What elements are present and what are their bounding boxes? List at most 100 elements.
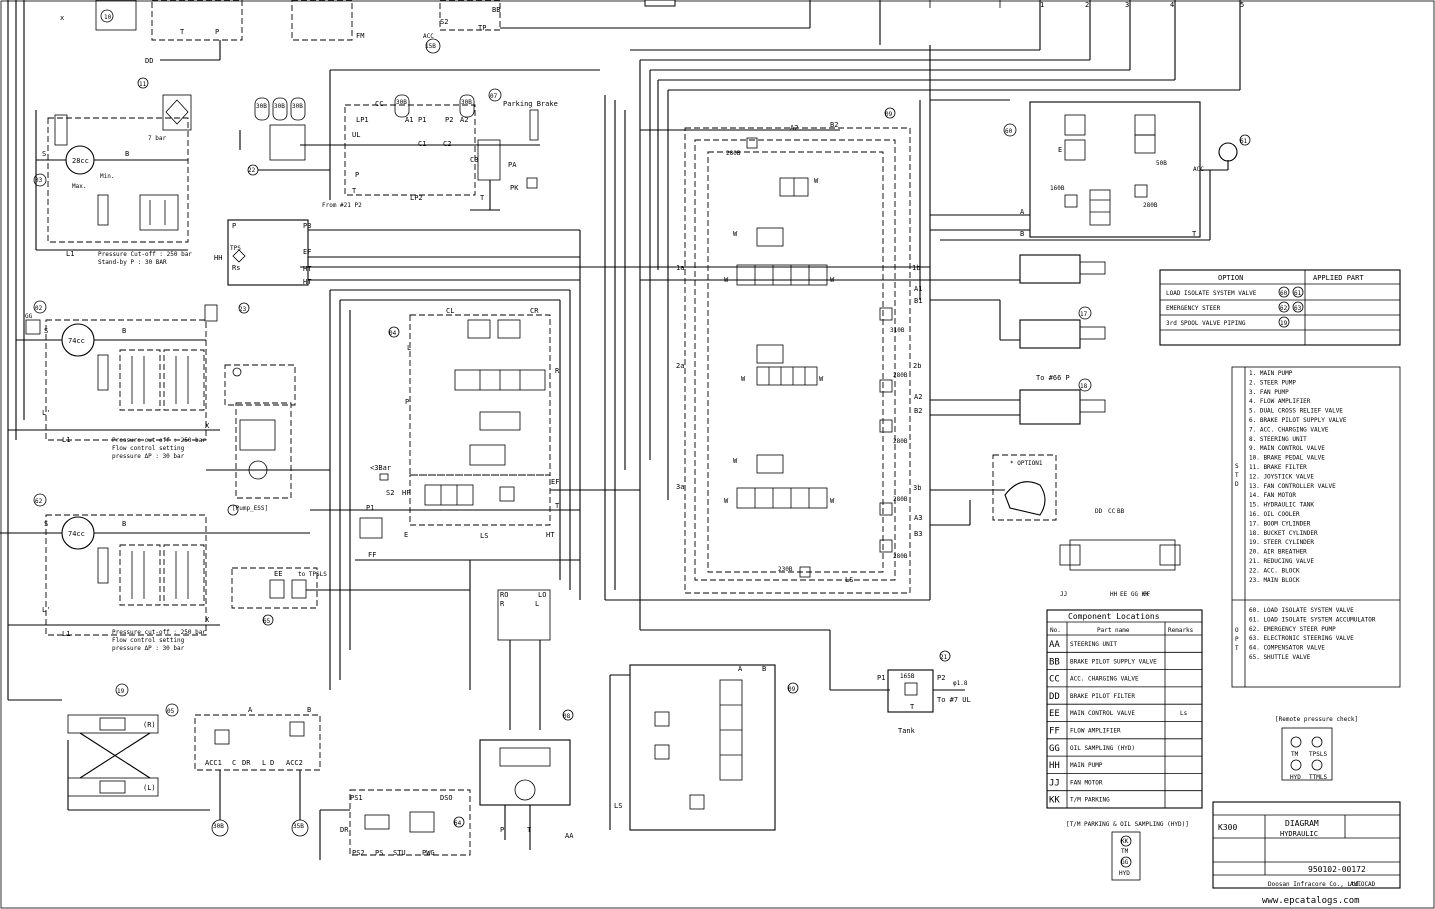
svg-text:B: B [762,665,766,673]
svg-text:L1: L1 [62,630,70,638]
svg-text:09: 09 [885,111,893,118]
svg-text:LS: LS [845,576,853,584]
label-pump-ess: [Pump_ESS] [232,505,268,512]
ruler-2: 2 [1085,1,1089,9]
svg-text:11: 11 [139,81,147,88]
svg-text:B: B [1020,230,1024,238]
cl-row-name: ACC. CHARGING VALVE [1070,676,1139,683]
svg-text:TTMLS: TTMLS [1309,774,1327,781]
svg-text:T: T [180,28,185,36]
svg-text:35B: 35B [293,823,304,830]
std-item: 7. ACC. CHARGING VALVE [1249,426,1329,433]
svg-text:B: B [122,520,126,528]
label-tank: Tank [898,727,916,735]
svg-text:A: A [248,706,253,714]
svg-text:TM: TM [1291,751,1299,758]
svg-text:PS1: PS1 [350,794,363,802]
svg-text:W: W [733,230,738,238]
cl-row-name: T/M PARKING [1070,797,1110,804]
option-row-2: EMERGENCY STEER [1166,305,1221,312]
svg-text:22: 22 [248,167,256,174]
cl-row-name: MAIN CONTROL VALVE [1070,710,1135,717]
cl-row-name: MAIN PUMP [1070,762,1103,769]
svg-text:DSO: DSO [440,794,453,802]
svg-text:280B: 280B [893,372,908,379]
remote-check-title: [Remote pressure check] [1275,716,1358,723]
svg-text:RO: RO [500,591,508,599]
svg-text:30B: 30B [461,99,472,106]
svg-text:R: R [555,367,560,375]
svg-text:to TPSLS: to TPSLS [298,571,327,578]
svg-text:60: 60 [1005,128,1013,135]
svg-text:E: E [1058,146,1062,154]
std-item: 19. STEER CYLINDER [1249,539,1314,546]
svg-text:FF: FF [368,551,376,559]
load-isolate-valve: 60 50B 160B 280B E A B T ACC 61 [930,101,1251,241]
title-number: 950102-00172 [1308,865,1366,874]
label-cyl-l: (L) [143,784,156,792]
std-item: 17. BOOM CYLINDER [1249,520,1311,527]
svg-text:B1: B1 [914,297,922,305]
cl-row-no: EE [1049,709,1060,719]
svg-text:T: T [910,703,915,711]
svg-text:EF: EF [551,478,559,486]
cl-row-no: GG [1049,744,1060,754]
ruler-3: 3 [1125,1,1129,9]
svg-text:S: S [42,150,46,158]
pump-02-disp: 74cc [68,337,85,345]
svg-text:x: x [60,14,64,22]
svg-text:TPSLS: TPSLS [1309,751,1327,758]
std-item: 5. DUAL CROSS RELIEF VALVE [1249,408,1343,415]
svg-text:AA: AA [565,832,574,840]
svg-text:JJ: JJ [1060,591,1067,598]
svg-text:A: A [738,665,743,673]
svg-text:φ1.8: φ1.8 [953,680,968,687]
reducing-valve: P1 P2 165B T Tank 21 φ1.8 To #7 UL [877,650,971,735]
brake-area: 30B 30B 30B 22 CC 30B 30B UL LP1 A1 P1 P… [239,69,600,211]
svg-text:KK: KK [1121,838,1129,845]
steer-cylinder-area: 19 (R) (L) 05 A B ACC1 C DR D ACC2 L 30B… [67,683,321,837]
svg-text:19: 19 [1280,320,1288,327]
svg-text:23: 23 [239,306,247,313]
svg-text:EF: EF [303,248,311,256]
svg-text:PA: PA [508,161,517,169]
svg-text:S: S [44,520,48,528]
svg-text:P: P [500,826,504,834]
svg-text:30B: 30B [256,103,267,110]
title-block: K300 DIAGRAM HYDRAULIC 950102-00172 Doos… [1212,801,1401,889]
svg-text:UL: UL [352,131,360,139]
svg-text:07: 07 [490,93,498,100]
svg-text:To #66 P: To #66 P [1036,374,1070,382]
ruler-5: 5 [1240,1,1244,9]
svg-text:ACC1: ACC1 [205,759,222,767]
left-pump-area: x T P FM S2 TP 10 15B ACC BB DD 11 7 bar… [0,0,811,701]
svg-text:04: 04 [389,330,397,337]
svg-text:1a: 1a [676,264,684,272]
svg-text:L: L [535,600,539,608]
pump-03-note-2: Stand-by P : 30 BAR [98,259,167,266]
cl-row-name: BRAKE PILOT SUPPLY VALVE [1070,658,1157,665]
svg-text:Min.: Min. [100,173,114,180]
std-item: 11. BRAKE FILTER [1249,464,1307,471]
svg-text:310B: 310B [890,327,905,334]
svg-text:A1: A1 [405,116,413,124]
std-item: 4. FLOW AMPLIFIER [1249,398,1311,405]
option-table: OPTION APPLIED PART LOAD ISOLATE SYSTEM … [1159,269,1401,346]
svg-text:To #7 UL: To #7 UL [937,696,971,704]
svg-text:W: W [733,457,738,465]
svg-text:PWG: PWG [422,849,435,857]
opt-item: 61. LOAD ISOLATE SYSTEM ACCUMULATOR [1249,616,1376,623]
title-doc-type: DIAGRAM [1285,819,1319,828]
svg-text:3b: 3b [913,484,921,492]
cl-row-no: HH [1049,761,1060,771]
svg-text:60: 60 [1280,290,1288,297]
svg-text:LS: LS [480,532,488,540]
svg-text:L: L [262,759,266,767]
svg-text:P: P [232,222,236,230]
svg-text:T: T [480,194,485,202]
svg-text:BB: BB [1117,508,1125,515]
pump-02-note-2: Flow control setting [112,445,185,452]
svg-text:17: 17 [1080,311,1088,318]
ruler-1: 1 [1040,1,1044,9]
